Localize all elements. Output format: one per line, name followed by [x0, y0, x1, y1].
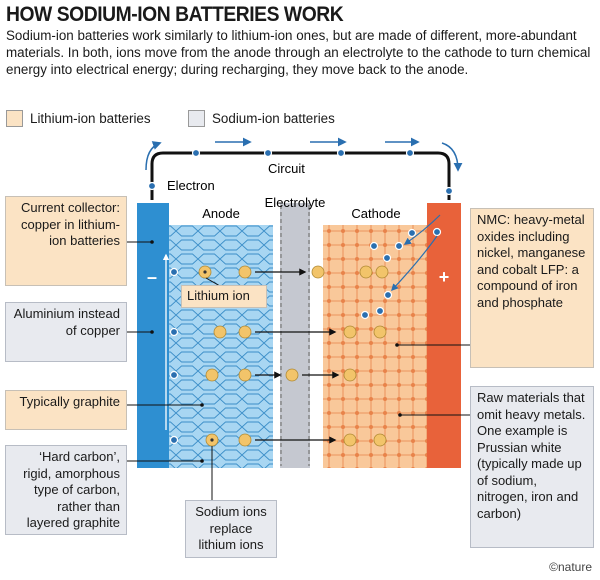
electron-dot [263, 148, 273, 158]
legend-swatch-lithium [6, 110, 23, 127]
ion-dot [311, 265, 325, 279]
page-title: HOW SODIUM-ION BATTERIES WORK [6, 3, 344, 26]
note-current-collector: Current collector: copper in lithium-ion… [5, 196, 127, 286]
intro-paragraph: Sodium-ion batteries work similarly to l… [6, 28, 591, 77]
ion-dot [285, 368, 299, 382]
electron-dot [169, 435, 179, 445]
circuit-label: Circuit [268, 161, 305, 176]
note-hard-carbon: ‘Hard carbon’, rigid, amorphous type of … [5, 445, 127, 535]
minus-sign: – [147, 267, 157, 287]
electron-label: Electron [167, 178, 215, 193]
ion-dot [373, 433, 387, 447]
legend-swatch-sodium [188, 110, 205, 127]
ion-dot [343, 433, 357, 447]
note-raw-materials: Raw materials that omit heavy metals. On… [470, 386, 594, 548]
cathode-label: Cathode [351, 206, 400, 221]
electron-dot [191, 148, 201, 158]
ion-dot [373, 325, 387, 339]
legend-lithium: Lithium-ion batteries [6, 110, 151, 127]
electron-dot [169, 370, 179, 380]
cathode-current-collector [427, 203, 461, 468]
note-sodium-ions: Sodium ions replace lithium ions [185, 500, 277, 558]
ion-dot [375, 265, 389, 279]
electron-dot [444, 186, 454, 196]
ion-dot [343, 368, 357, 382]
ion-row-3 [169, 368, 357, 382]
legend-sodium: Sodium-ion batteries [188, 110, 335, 127]
electron-dot [375, 306, 385, 316]
electron-dot [407, 228, 417, 238]
electron-dot [394, 241, 404, 251]
note-nmc-lfp: NMC: heavy-metal oxides including nickel… [470, 208, 594, 368]
ion-dot [213, 325, 227, 339]
legend-label-sodium: Sodium-ion batteries [212, 111, 335, 126]
note-graphite: Typically graphite [5, 390, 127, 430]
flow-arrow-icon [441, 142, 463, 172]
electron-dot [360, 310, 370, 320]
ion-dot [238, 368, 252, 382]
ion-dot [238, 433, 252, 447]
ion-dot [238, 265, 252, 279]
electron-dot [382, 253, 392, 263]
plus-sign: + [439, 267, 450, 287]
ion-row-4 [169, 433, 387, 447]
nature-credit: ©nature [549, 560, 592, 574]
ion-row-2 [169, 325, 387, 339]
electrolyte-label: Electrolyte [265, 195, 326, 210]
flow-arrow-icon [145, 141, 162, 171]
electron-dot [383, 290, 393, 300]
electron-dot [169, 327, 179, 337]
anode-current-collector [137, 203, 169, 468]
electron-dot [169, 267, 179, 277]
legend-label-lithium: Lithium-ion batteries [30, 111, 151, 126]
lithium-ion-label: Lithium ion [181, 285, 267, 308]
electron-dot [369, 241, 379, 251]
electron-dot [432, 227, 442, 237]
electrolyte-layer [280, 203, 310, 468]
ion-dot [359, 265, 373, 279]
note-aluminium: Aluminium instead of copper [5, 302, 127, 362]
electron-dot [336, 148, 346, 158]
ion-dot [343, 325, 357, 339]
circuit-wire [150, 151, 451, 200]
ion-dot [238, 325, 252, 339]
electron-dot [405, 148, 415, 158]
ion-row-1 [169, 265, 389, 279]
anode-label: Anode [202, 206, 240, 221]
ion-dot [205, 368, 219, 382]
electron-dot [147, 181, 157, 191]
